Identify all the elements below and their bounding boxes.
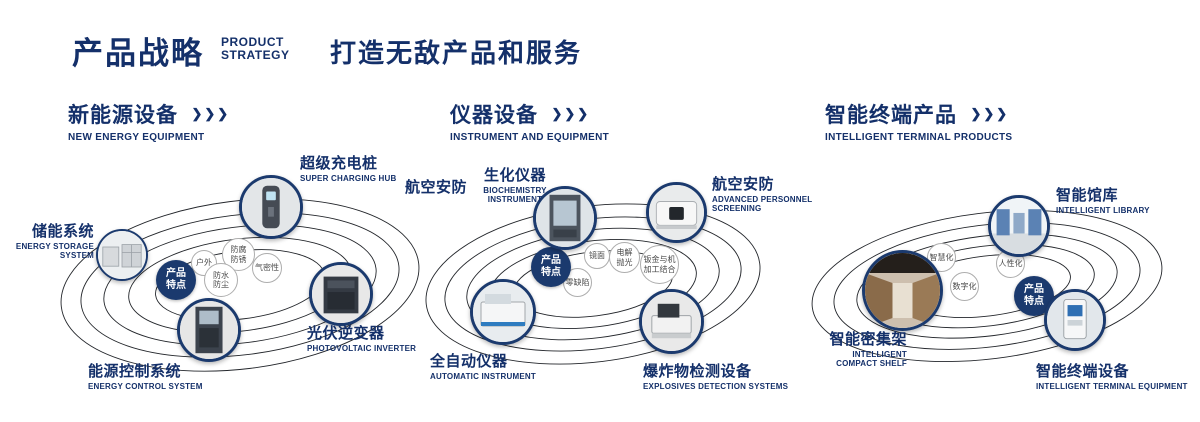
product-label-terminal-equipment: 智能终端设备 INTELLIGENT TERMINAL EQUIPMENT bbox=[1036, 360, 1188, 391]
product-name: 储能系统 bbox=[31, 223, 94, 240]
product-name: 爆炸物检测设备 bbox=[643, 363, 752, 380]
feature-label: 电解抛光 bbox=[616, 248, 633, 267]
badge-label: 产品特点 bbox=[541, 255, 561, 278]
page-tagline: 打造无敌产品和服务 bbox=[330, 38, 583, 68]
super-charging-hub-photo bbox=[242, 178, 300, 236]
photovoltaic-inverter-photo bbox=[312, 265, 370, 323]
section-energy-title: 新能源设备 bbox=[68, 104, 178, 127]
page-subtitle-line2: STRATEGY bbox=[221, 48, 290, 62]
product-circle-automatic-instrument bbox=[470, 279, 536, 345]
biochemistry-instrument-photo bbox=[536, 189, 594, 247]
feature-bubble: 电解抛光 bbox=[609, 242, 640, 273]
product-name-en: INTELLIGENT LIBRARY bbox=[1056, 206, 1150, 215]
product-label-compact-shelf: 智能密集架 INTELLIGENT COMPACT SHELF bbox=[812, 328, 907, 368]
triple-arrow-icon: ❯❯❯ bbox=[970, 106, 1010, 121]
product-label-explosives-detection: 爆炸物检测设备 EXPLOSIVES DETECTION SYSTEMS bbox=[643, 360, 788, 391]
triple-arrow-icon: ❯❯❯ bbox=[191, 106, 231, 121]
intelligent-library-photo bbox=[991, 198, 1047, 254]
product-circle-terminal-equipment bbox=[1044, 289, 1106, 351]
feature-bubble: 钣金与机加工结合 bbox=[640, 245, 679, 284]
feature-label: 户外 bbox=[196, 258, 212, 268]
product-name: 智能馆库 bbox=[1056, 187, 1119, 204]
automatic-instrument-photo bbox=[473, 282, 533, 342]
product-label-personnel-screening: 航空安防 ADVANCED PERSONNEL SCREENING bbox=[712, 173, 827, 213]
product-circle-compact-shelf bbox=[862, 250, 943, 331]
product-label-super-charging-hub: 超级充电桩 SUPER CHARGING HUB bbox=[300, 152, 397, 183]
feature-bubble: 防水防尘 bbox=[204, 263, 238, 297]
product-name: 航空安防 bbox=[712, 176, 775, 193]
feature-label: 气密性 bbox=[255, 263, 279, 273]
page-subtitle: PRODUCT STRATEGY bbox=[221, 36, 289, 62]
product-circle-biochemistry bbox=[533, 186, 597, 250]
badge-label: 产品特点 bbox=[1024, 284, 1044, 307]
product-name: 超级充电桩 bbox=[300, 155, 378, 172]
feature-bubble: 气密性 bbox=[252, 253, 282, 283]
product-label-automatic-instrument: 全自动仪器 AUTOMATIC INSTRUMENT bbox=[430, 350, 536, 381]
product-name: 生化仪器 bbox=[483, 167, 546, 184]
terminal-equipment-photo bbox=[1047, 292, 1103, 348]
section-energy-header: 新能源设备 ❯❯❯ NEW ENERGY EQUIPMENT bbox=[68, 99, 230, 143]
product-label-photovoltaic-inverter: 光伏逆变器 PHOTOVOLTAIC INVERTER bbox=[307, 322, 416, 353]
product-name-en: AUTOMATIC INSTRUMENT bbox=[430, 372, 536, 381]
product-label-intelligent-library: 智能馆库 INTELLIGENT LIBRARY bbox=[1056, 184, 1150, 215]
compact-shelf-photo bbox=[865, 253, 940, 328]
feature-label: 防水防尘 bbox=[213, 270, 229, 289]
product-label-biochemistry: 生化仪器 BIOCHEMISTRY INSTRUMENT bbox=[476, 164, 554, 204]
product-name-en: SUPER CHARGING HUB bbox=[300, 174, 397, 183]
product-name: 智能密集架 bbox=[829, 331, 907, 348]
feature-label: 零缺陷 bbox=[565, 277, 590, 287]
product-name: 全自动仪器 bbox=[430, 353, 508, 370]
product-circle-intelligent-library bbox=[988, 195, 1050, 257]
product-circle-energy-control bbox=[177, 298, 241, 362]
product-name-en: BIOCHEMISTRY INSTRUMENT bbox=[483, 186, 547, 204]
product-name-en: INTELLIGENT COMPACT SHELF bbox=[836, 350, 907, 368]
product-name-en: ENERGY STORAGE SYSTEM bbox=[15, 242, 94, 260]
section-energy-subtitle: NEW ENERGY EQUIPMENT bbox=[68, 132, 205, 143]
product-circle-photovoltaic-inverter bbox=[309, 262, 373, 326]
section-terminal-header: 智能终端产品 ❯❯❯ INTELLIGENT TERMINAL PRODUCTS bbox=[825, 99, 1012, 143]
feature-label: 防腐防锈 bbox=[230, 245, 247, 264]
section-terminal-subtitle: INTELLIGENT TERMINAL PRODUCTS bbox=[825, 132, 1013, 143]
product-name: 光伏逆变器 bbox=[307, 325, 385, 342]
section-terminal-title: 智能终端产品 bbox=[825, 104, 957, 127]
personnel-screening-photo bbox=[649, 185, 704, 240]
product-name: 能源控制系统 bbox=[88, 363, 182, 380]
product-circle-super-charging-hub bbox=[239, 175, 303, 239]
product-circle-personnel-screening bbox=[646, 182, 707, 243]
feature-label: 人性化 bbox=[998, 258, 1023, 268]
energy-storage-photo bbox=[98, 231, 146, 279]
badge-label: 产品特点 bbox=[166, 268, 186, 291]
page-title: 产品战略 bbox=[72, 36, 204, 71]
section-instrument-subtitle: INSTRUMENT AND EQUIPMENT bbox=[450, 132, 610, 143]
product-name: 智能终端设备 bbox=[1036, 363, 1130, 380]
triple-arrow-icon: ❯❯❯ bbox=[551, 106, 591, 121]
feature-label: 镜面 bbox=[589, 251, 605, 261]
aside-label-text: 航空安防 bbox=[405, 179, 468, 196]
product-name-en: ENERGY CONTROL SYSTEM bbox=[88, 382, 203, 391]
product-name-en: INTELLIGENT TERMINAL EQUIPMENT bbox=[1036, 382, 1188, 391]
page-subtitle-line1: PRODUCT bbox=[221, 35, 284, 49]
feature-bubble: 数字化 bbox=[950, 272, 979, 301]
energy-control-photo bbox=[180, 301, 238, 359]
product-name-en: EXPLOSIVES DETECTION SYSTEMS bbox=[643, 382, 789, 391]
feature-label: 智慧化 bbox=[929, 252, 954, 262]
explosives-detection-photo bbox=[642, 292, 701, 351]
feature-label: 数字化 bbox=[952, 281, 977, 291]
product-circle-energy-storage bbox=[96, 229, 148, 281]
product-features-badge: 产品特点 bbox=[531, 247, 571, 287]
product-circle-explosives-detection bbox=[639, 289, 704, 354]
feature-label: 钣金与机加工结合 bbox=[643, 255, 676, 274]
section-instrument-title: 仪器设备 bbox=[450, 104, 538, 127]
product-label-energy-control: 能源控制系统 ENERGY CONTROL SYSTEM bbox=[88, 360, 203, 391]
product-name-en: PHOTOVOLTAIC INVERTER bbox=[307, 344, 417, 353]
section-instrument-header: 仪器设备 ❯❯❯ INSTRUMENT AND EQUIPMENT bbox=[450, 99, 609, 143]
feature-bubble: 镜面 bbox=[584, 243, 610, 269]
product-label-energy-storage: 储能系统 ENERGY STORAGE SYSTEM bbox=[2, 220, 94, 260]
aside-label-aviation-security: 航空安防 bbox=[405, 176, 467, 197]
product-name-en: ADVANCED PERSONNEL SCREENING bbox=[712, 195, 813, 213]
product-features-badge: 产品特点 bbox=[156, 260, 196, 300]
